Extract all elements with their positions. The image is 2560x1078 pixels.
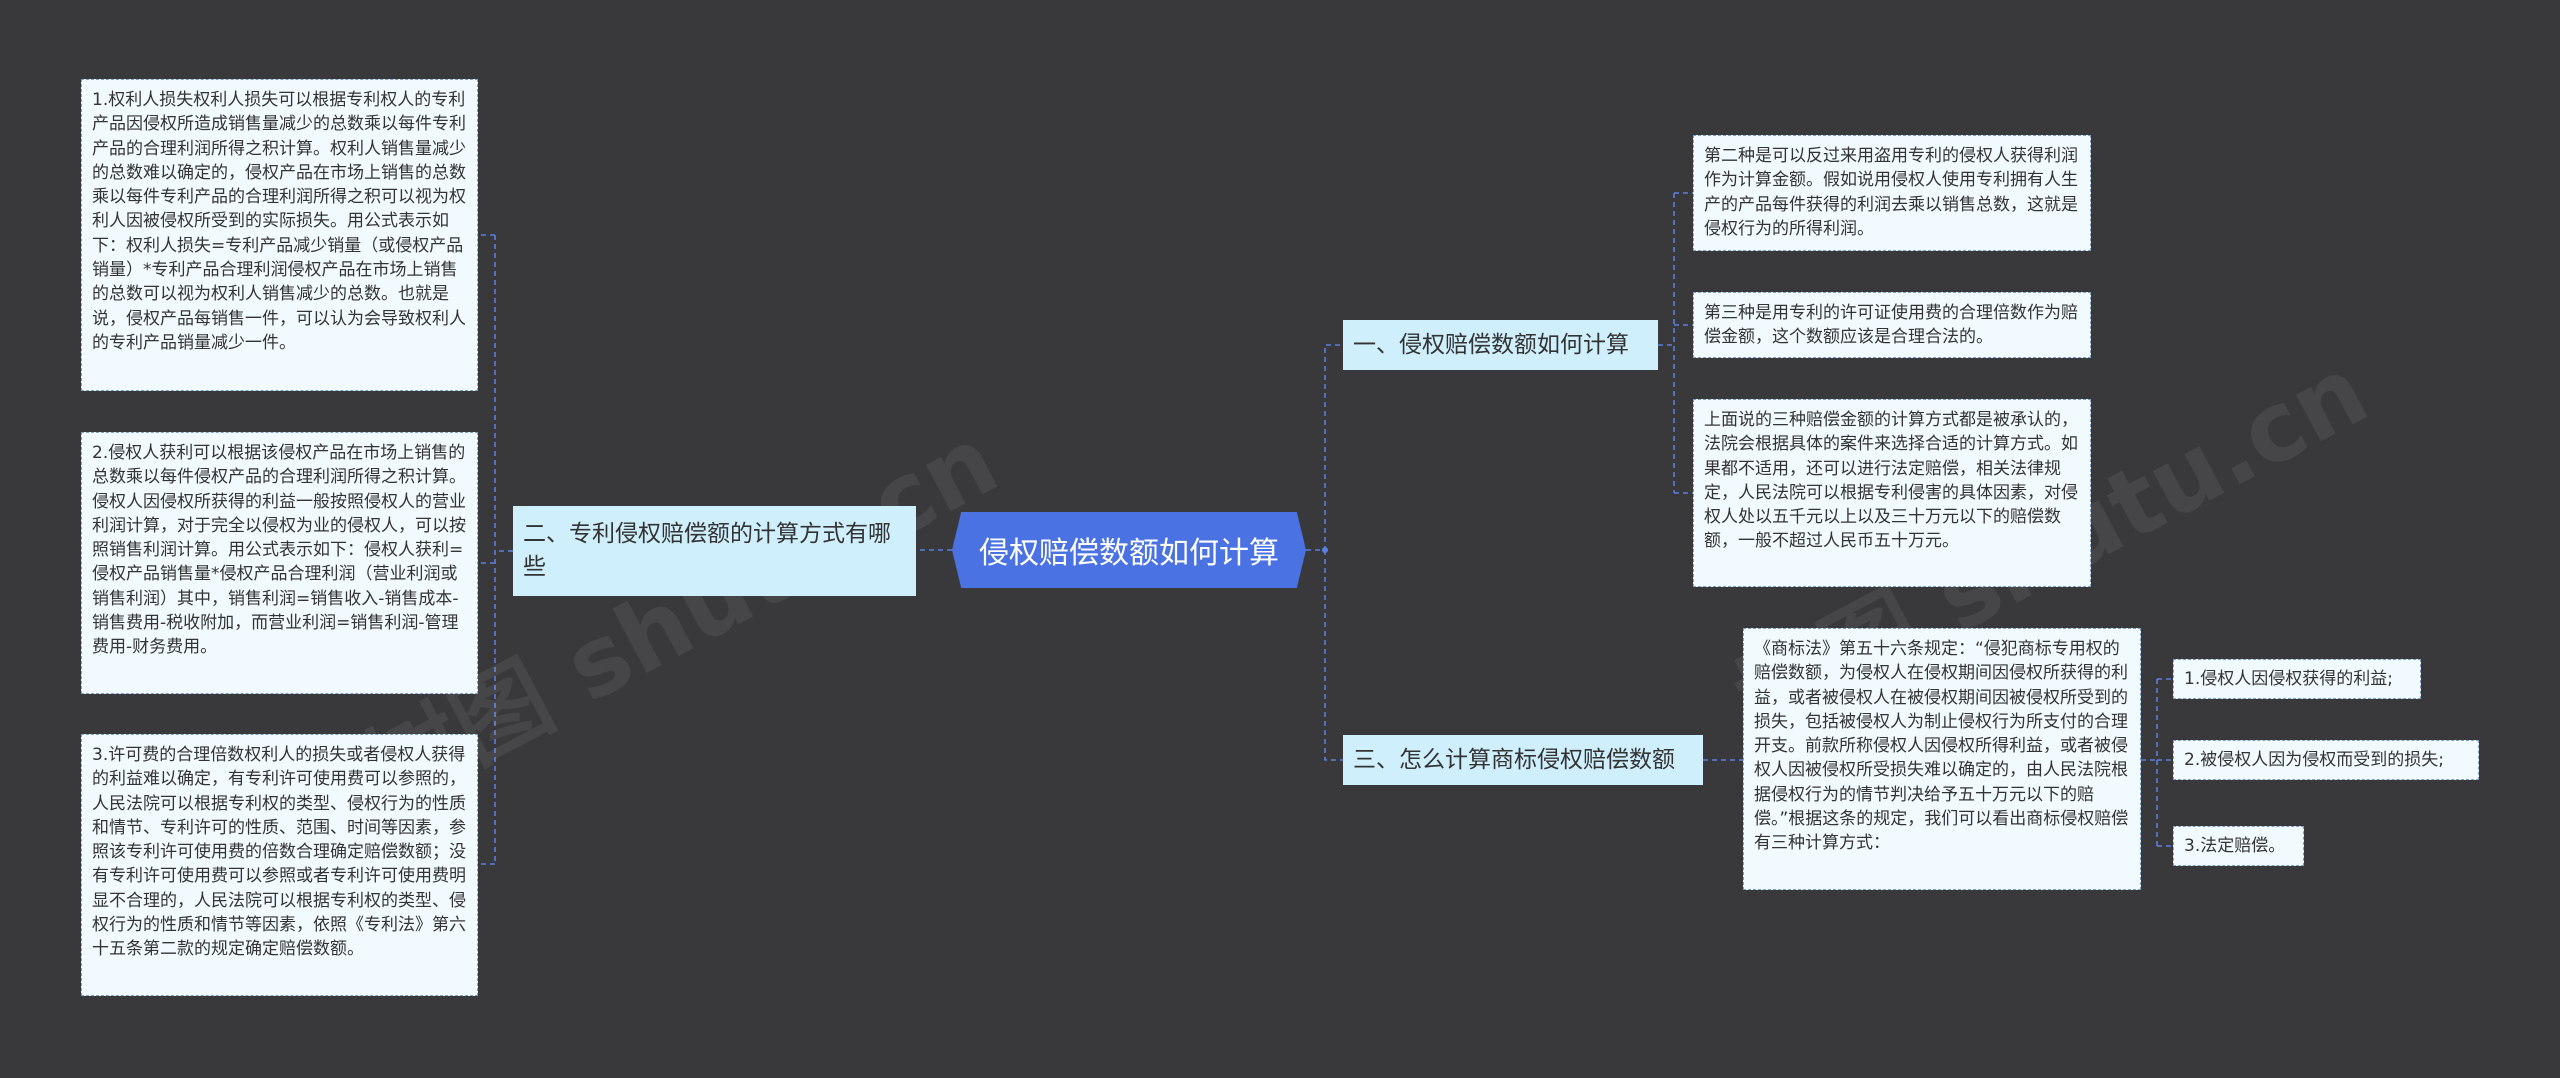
branch-infringement-amount[interactable]: 一、侵权赔偿数额如何计算 <box>1343 320 1658 370</box>
leaf-infringer-profit[interactable]: 2.侵权人获利可以根据该侵权产品在市场上销售的总数乘以每件侵权产品的合理利润所得… <box>81 432 478 694</box>
leaf-second-method[interactable]: 第二种是可以反过来用盗用专利的侵权人获得利润作为计算金额。假如说用侵权人使用专利… <box>1693 135 2091 251</box>
leaf-text: 《商标法》第五十六条规定：“侵犯商标专用权的赔偿数额，为侵权人在侵权期间因侵权所… <box>1754 639 2129 854</box>
leaf-license-fee[interactable]: 3.许可费的合理倍数权利人的损失或者侵权人获得的利益难以确定，有专利许可使用费可… <box>81 734 478 996</box>
leaf-text: 第三种是用专利的许可证使用费的合理倍数作为赔偿金额，这个数额应该是合理合法的。 <box>1704 303 2078 348</box>
leaf-text: 上面说的三种赔偿金额的计算方式都是被承认的，法院会根据具体的案件来选择合适的计算… <box>1704 410 2078 552</box>
leaf-trademark-law[interactable]: 《商标法》第五十六条规定：“侵犯商标专用权的赔偿数额，为侵权人在侵权期间因侵权所… <box>1743 628 2141 890</box>
leaf-patent-loss[interactable]: 1.权利人损失权利人损失可以根据专利权人的专利产品因侵权所造成销售量减少的总数乘… <box>81 79 478 391</box>
leaf-text: 3.法定赔偿。 <box>2184 836 2286 856</box>
leaf-item-infringer-profit[interactable]: 1.侵权人因侵权获得的利益; <box>2173 659 2421 699</box>
leaf-text: 3.许可费的合理倍数权利人的损失或者侵权人获得的利益难以确定，有专利许可使用费可… <box>92 745 466 960</box>
leaf-item-statutory[interactable]: 3.法定赔偿。 <box>2173 826 2304 866</box>
leaf-third-method[interactable]: 第三种是用专利的许可证使用费的合理倍数作为赔偿金额，这个数额应该是合理合法的。 <box>1693 292 2091 358</box>
leaf-text: 1.侵权人因侵权获得的利益; <box>2184 669 2393 689</box>
branch-label: 三、怎么计算商标侵权赔偿数额 <box>1353 746 1675 773</box>
junction-dot <box>1322 547 1328 553</box>
leaf-item-loss[interactable]: 2.被侵权人因为侵权而受到的损失; <box>2173 740 2479 780</box>
branch-trademark-compensation[interactable]: 三、怎么计算商标侵权赔偿数额 <box>1343 735 1703 785</box>
connector-root-right2 <box>1324 550 1343 761</box>
branch-patent-calculation[interactable]: 二、专利侵权赔偿额的计算方式有哪些 <box>513 506 916 596</box>
branch-label: 一、侵权赔偿数额如何计算 <box>1353 331 1629 358</box>
connector-root-right1 <box>1306 344 1343 551</box>
branch-label: 二、专利侵权赔偿额的计算方式有哪些 <box>523 521 891 580</box>
leaf-summary[interactable]: 上面说的三种赔偿金额的计算方式都是被承认的，法院会根据具体的案件来选择合适的计算… <box>1693 399 2091 587</box>
leaf-text: 1.权利人损失权利人损失可以根据专利权人的专利产品因侵权所造成销售量减少的总数乘… <box>92 90 466 353</box>
leaf-text: 第二种是可以反过来用盗用专利的侵权人获得利润作为计算金额。假如说用侵权人使用专利… <box>1704 146 2078 239</box>
leaf-text: 2.侵权人获利可以根据该侵权产品在市场上销售的总数乘以每件侵权产品的合理利润所得… <box>92 443 466 658</box>
root-node[interactable]: 侵权赔偿数额如何计算 <box>952 512 1306 588</box>
leaf-text: 2.被侵权人因为侵权而受到的损失; <box>2184 750 2444 770</box>
root-label: 侵权赔偿数额如何计算 <box>979 536 1279 571</box>
